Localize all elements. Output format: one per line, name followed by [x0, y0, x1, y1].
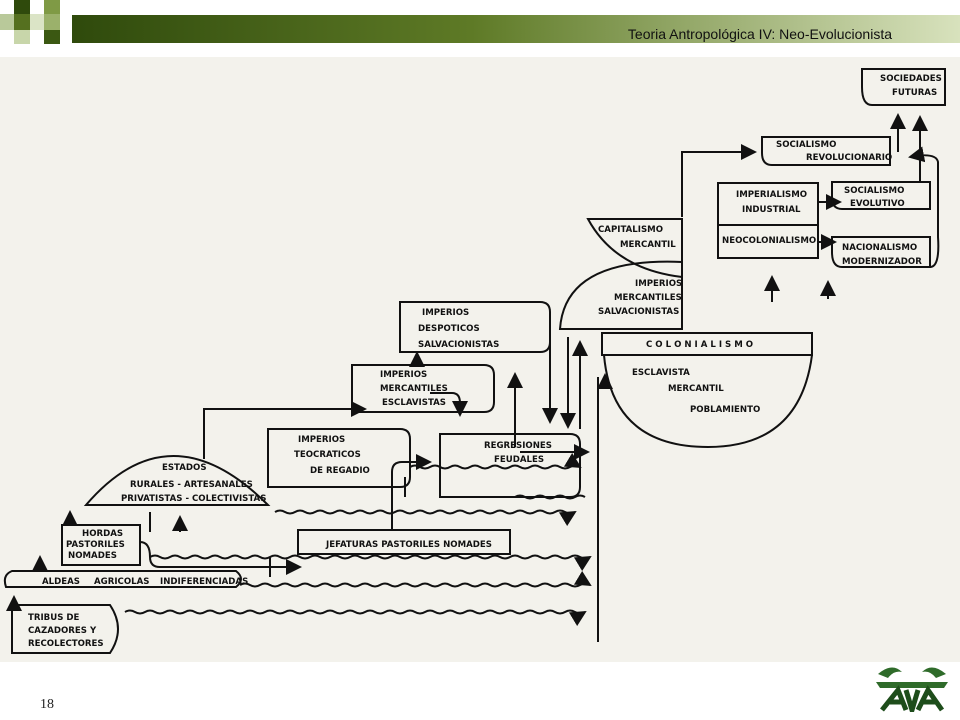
- estados-label: ESTADOS: [162, 463, 207, 473]
- header-square: [14, 0, 30, 14]
- esclavistas-label: MERCANTILES: [380, 384, 448, 394]
- neocolonialismo-label: NEOCOLONIALISMO: [722, 236, 816, 246]
- regresiones-label: REGRESIONES: [484, 441, 552, 451]
- jefaturas-arrow: [391, 454, 432, 530]
- estados-arrow-up: [203, 401, 367, 459]
- regresiones-box: [439, 433, 581, 498]
- header-bar: [72, 15, 960, 43]
- jefaturas-label: JEFATURAS PASTORILES NOMADES: [325, 540, 492, 550]
- progression-line: [124, 609, 587, 627]
- estados-label: RURALES - ARTESANALES: [130, 480, 253, 490]
- jefaturas-box: [297, 529, 511, 555]
- despoticos-label: SALVACIONISTAS: [418, 340, 499, 350]
- nacionalismo-box: [831, 236, 931, 268]
- tribus-label: TRIBUS DE: [28, 613, 80, 623]
- evolutivo-label: EVOLUTIVO: [850, 199, 905, 209]
- imperialismo-box: [717, 182, 819, 259]
- aldeas-box: [3, 570, 242, 588]
- aldeas-label: AGRICOLAS: [94, 577, 149, 587]
- teocraticos-box: [267, 428, 411, 488]
- slide-title: Teoria Antropológica IV: Neo-Evolucionis…: [627, 26, 892, 42]
- header-square: [44, 0, 60, 14]
- colonialismo-label: C O L O N I A L I S M O: [646, 340, 753, 350]
- teocraticos-label: DE REGADIO: [310, 466, 370, 476]
- teocraticos-label: IMPERIOS: [298, 435, 345, 445]
- imperialismo-label: IMPERIALISMO: [736, 190, 807, 200]
- futuras-box: [861, 68, 946, 106]
- scanned-figure: [0, 57, 960, 662]
- hordas-label: PASTORILES: [66, 540, 125, 550]
- colonialismo-dome: [603, 354, 813, 449]
- salvacionistas-label: MERCANTILES: [614, 293, 682, 303]
- tribus-box: [11, 604, 119, 654]
- header-square: [30, 14, 44, 30]
- teocraticos-label: TEOCRATICOS: [294, 450, 361, 460]
- estados-label: PRIVATISTAS - COLECTIVISTAS: [121, 494, 266, 504]
- hordas-link: [139, 541, 302, 575]
- progression-line: [239, 570, 592, 588]
- salvacionistas-label: SALVACIONISTAS: [598, 307, 679, 317]
- despoticos-label: IMPERIOS: [422, 308, 469, 318]
- colonialismo-bar: [601, 332, 813, 356]
- aldeas-label: INDIFERENCIADAS: [160, 577, 248, 587]
- header-square: [44, 30, 60, 44]
- revolucionario-label: REVOLUCIONARIO: [806, 153, 892, 163]
- tribus-label: CAZADORES Y: [28, 626, 97, 636]
- salvacionistas-label: IMPERIOS: [635, 279, 682, 289]
- capitalismo-label: CAPITALISMO: [598, 225, 663, 235]
- capitalismo-arrow: [681, 144, 757, 217]
- imperialismo-label: INDUSTRIAL: [742, 205, 801, 215]
- revolucionario-label: SOCIALISMO: [776, 140, 836, 150]
- progression-line: [274, 509, 577, 527]
- evolutivo-box: [831, 181, 931, 210]
- capitalismo-label: MERCANTIL: [620, 240, 676, 250]
- progression-line: [409, 452, 582, 470]
- tribus-label: RECOLECTORES: [28, 639, 104, 649]
- regresiones-label: FEUDALES: [494, 455, 544, 465]
- header-square: [0, 14, 14, 30]
- colonialismo-tipo: ESCLAVISTA: [632, 368, 690, 378]
- esclavistas-label: IMPERIOS: [380, 370, 427, 380]
- nacionalismo-label: NACIONALISMO: [842, 243, 917, 253]
- despoticos-label: DESPOTICOS: [418, 324, 480, 334]
- hordas-label: NOMADES: [68, 551, 117, 561]
- header-square: [14, 14, 30, 30]
- esclavistas-label: ESCLAVISTAS: [382, 398, 446, 408]
- evolutivo-label: SOCIALISMO: [844, 186, 904, 196]
- nacionalismo-label: MODERNIZADOR: [842, 257, 922, 267]
- colonialismo-tipo: MERCANTIL: [668, 384, 724, 394]
- esclavistas-arrow: [430, 392, 468, 417]
- evolution-diagram: SOCIEDADES FUTURAS SOCIALISMO REVOLUCION…: [3, 68, 946, 654]
- header-square: [44, 14, 60, 30]
- page-number: 18: [40, 697, 54, 712]
- right-loop: [908, 146, 940, 268]
- progression-line: [149, 554, 592, 572]
- colonialismo-tipo: POBLAMIENTO: [690, 405, 760, 415]
- institution-logo: [876, 667, 948, 712]
- futuras-label: SOCIEDADES: [880, 74, 942, 84]
- revolucionario-box: [761, 136, 891, 166]
- estados-dome: [83, 455, 271, 506]
- esclavistas-box: [351, 364, 495, 413]
- hordas-label: HORDAS: [82, 529, 123, 539]
- hordas-box: [61, 524, 141, 566]
- progression-line: [149, 494, 586, 577]
- capitalismo-box: [586, 218, 683, 279]
- header-square: [14, 30, 30, 44]
- futuras-label: FUTURAS: [892, 88, 937, 98]
- aldeas-label: ALDEAS: [42, 577, 80, 587]
